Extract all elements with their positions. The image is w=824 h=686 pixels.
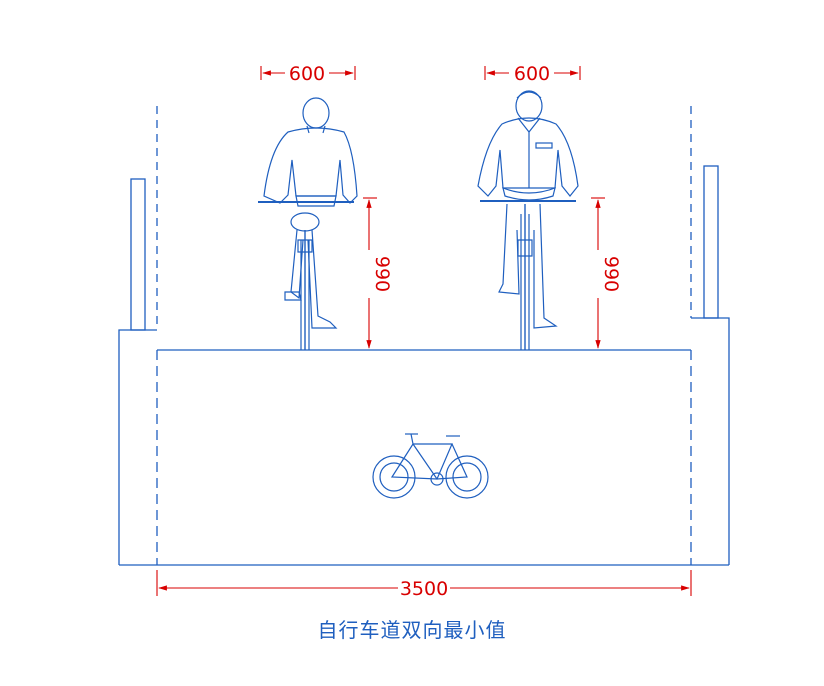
road-structure: [118, 106, 730, 566]
left-cyclist-figure: [258, 97, 358, 350]
lane-width-label: 3500: [400, 578, 448, 600]
rider-width-left-label: 600: [289, 63, 325, 85]
handlebar-height-left-label: 990: [371, 256, 393, 292]
diagram-caption: 自行车道双向最小值: [317, 618, 507, 642]
rider-width-right-label: 600: [514, 63, 550, 85]
right-post: [703, 165, 719, 319]
handlebar-height-right-label: 990: [600, 256, 622, 292]
left-post: [130, 178, 146, 331]
left-curb: [118, 329, 157, 565]
dimension-lines: [156, 66, 692, 596]
right-cyclist-figure: [477, 90, 579, 350]
right-curb: [691, 317, 730, 565]
bicycle-icon: [372, 433, 489, 499]
